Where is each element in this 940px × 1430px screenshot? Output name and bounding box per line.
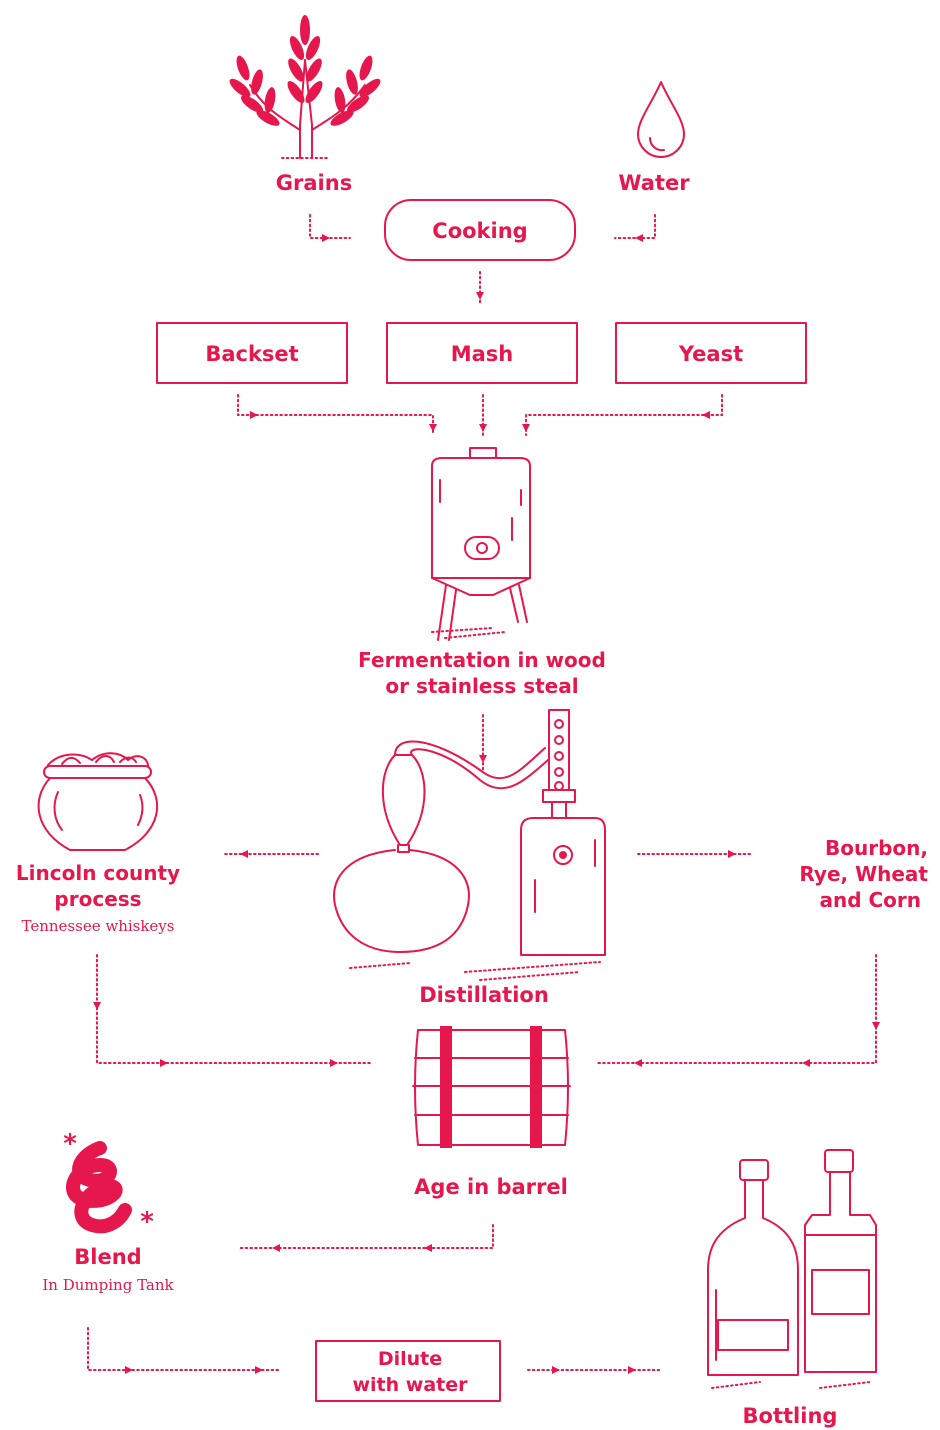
bottling-label: Bottling [743, 1404, 838, 1428]
yeast-box [615, 322, 807, 384]
backset-box [156, 322, 348, 384]
blend-sublabel: In Dumping Tank [42, 1276, 174, 1294]
bourbon-label-line2: Rye, Wheat [799, 862, 928, 886]
dilute-label-line2: with water [352, 1374, 468, 1396]
bourbon-label-line1: Bourbon, [825, 836, 928, 860]
age-label: Age in barrel [414, 1175, 568, 1199]
cauldron-icon [37, 752, 159, 851]
mash-box [386, 322, 578, 384]
blend-label: Blend [74, 1245, 141, 1269]
wheat-icon [229, 15, 381, 159]
svg-text:*: * [63, 1129, 77, 1159]
water-label: Water [618, 171, 690, 195]
lincoln-sublabel: Tennessee whiskeys [22, 917, 175, 935]
barrel-icon [412, 1026, 571, 1148]
backset-label: Backset [205, 342, 298, 366]
lincoln-label-line1: Lincoln county [16, 861, 180, 885]
water-drop-icon [637, 81, 685, 158]
lincoln-label-line2: process [54, 887, 141, 911]
column-still-icon [464, 709, 606, 981]
flow-connectors [87, 214, 880, 1374]
blend-swirl-icon: * * [63, 1129, 154, 1237]
mash-label: Mash [451, 342, 514, 366]
bottles-icon [707, 1149, 877, 1389]
yeast-label: Yeast [678, 342, 743, 366]
bourbon-label-line3: and Corn [819, 888, 921, 912]
fermentation-tank-icon [431, 447, 531, 641]
pot-still-icon [333, 740, 549, 969]
fermentation-label-line1: Fermentation in wood [358, 648, 606, 672]
dilute-box [315, 1340, 501, 1402]
svg-text:*: * [140, 1207, 154, 1237]
cooking-box [384, 199, 576, 261]
fermentation-label-line2: or stainless steal [385, 674, 578, 698]
distillation-label: Distillation [419, 983, 549, 1007]
dilute-label-line1: Dilute [378, 1348, 442, 1370]
cooking-label: Cooking [432, 219, 527, 243]
grains-label: Grains [276, 171, 352, 195]
